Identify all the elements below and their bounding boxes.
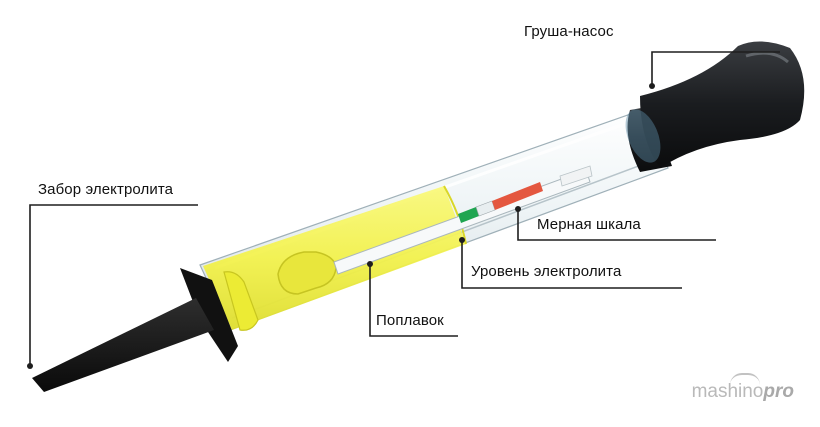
dot-float: [367, 261, 373, 267]
dot-electrolyte-intake: [27, 363, 33, 369]
label-pump-bulb: Груша-насос: [524, 23, 614, 40]
leader-pump-bulb: [651, 51, 780, 86]
watermark-suffix: pro: [763, 381, 794, 402]
electrolyte-fill: [203, 186, 466, 330]
electrolyte-surface: [443, 185, 467, 245]
dot-electrolyte-level: [459, 237, 465, 243]
leader-measuring-scale: [517, 209, 716, 241]
label-electrolyte-level: Уровень электролита: [471, 263, 622, 280]
dot-measuring-scale: [515, 206, 521, 212]
scale-red: [492, 182, 543, 210]
watermark-main: mashino: [691, 381, 764, 402]
leader-lines: [29, 51, 780, 366]
label-float: Поплавок: [376, 312, 444, 329]
leader-electrolyte-level: [461, 240, 682, 289]
bulb-shine: [745, 51, 789, 64]
leader-dots: [27, 83, 655, 369]
float-top: [559, 165, 593, 187]
nozzle-collar: [223, 271, 259, 331]
bulb-body: [640, 41, 805, 168]
label-electrolyte-intake: Забор электролита: [38, 181, 174, 198]
car-silhouette-icon: [729, 373, 760, 385]
leader-float: [369, 264, 458, 337]
watermark-logo: mashinopro: [691, 373, 794, 403]
nozzle-tip: [32, 298, 214, 392]
flange: [180, 268, 238, 362]
dot-pump-bulb: [649, 83, 655, 89]
label-measuring-scale: Мерная шкала: [537, 216, 641, 233]
bulb-opening: [625, 109, 661, 163]
leader-electrolyte-intake: [29, 204, 198, 366]
scale-green: [458, 207, 479, 223]
